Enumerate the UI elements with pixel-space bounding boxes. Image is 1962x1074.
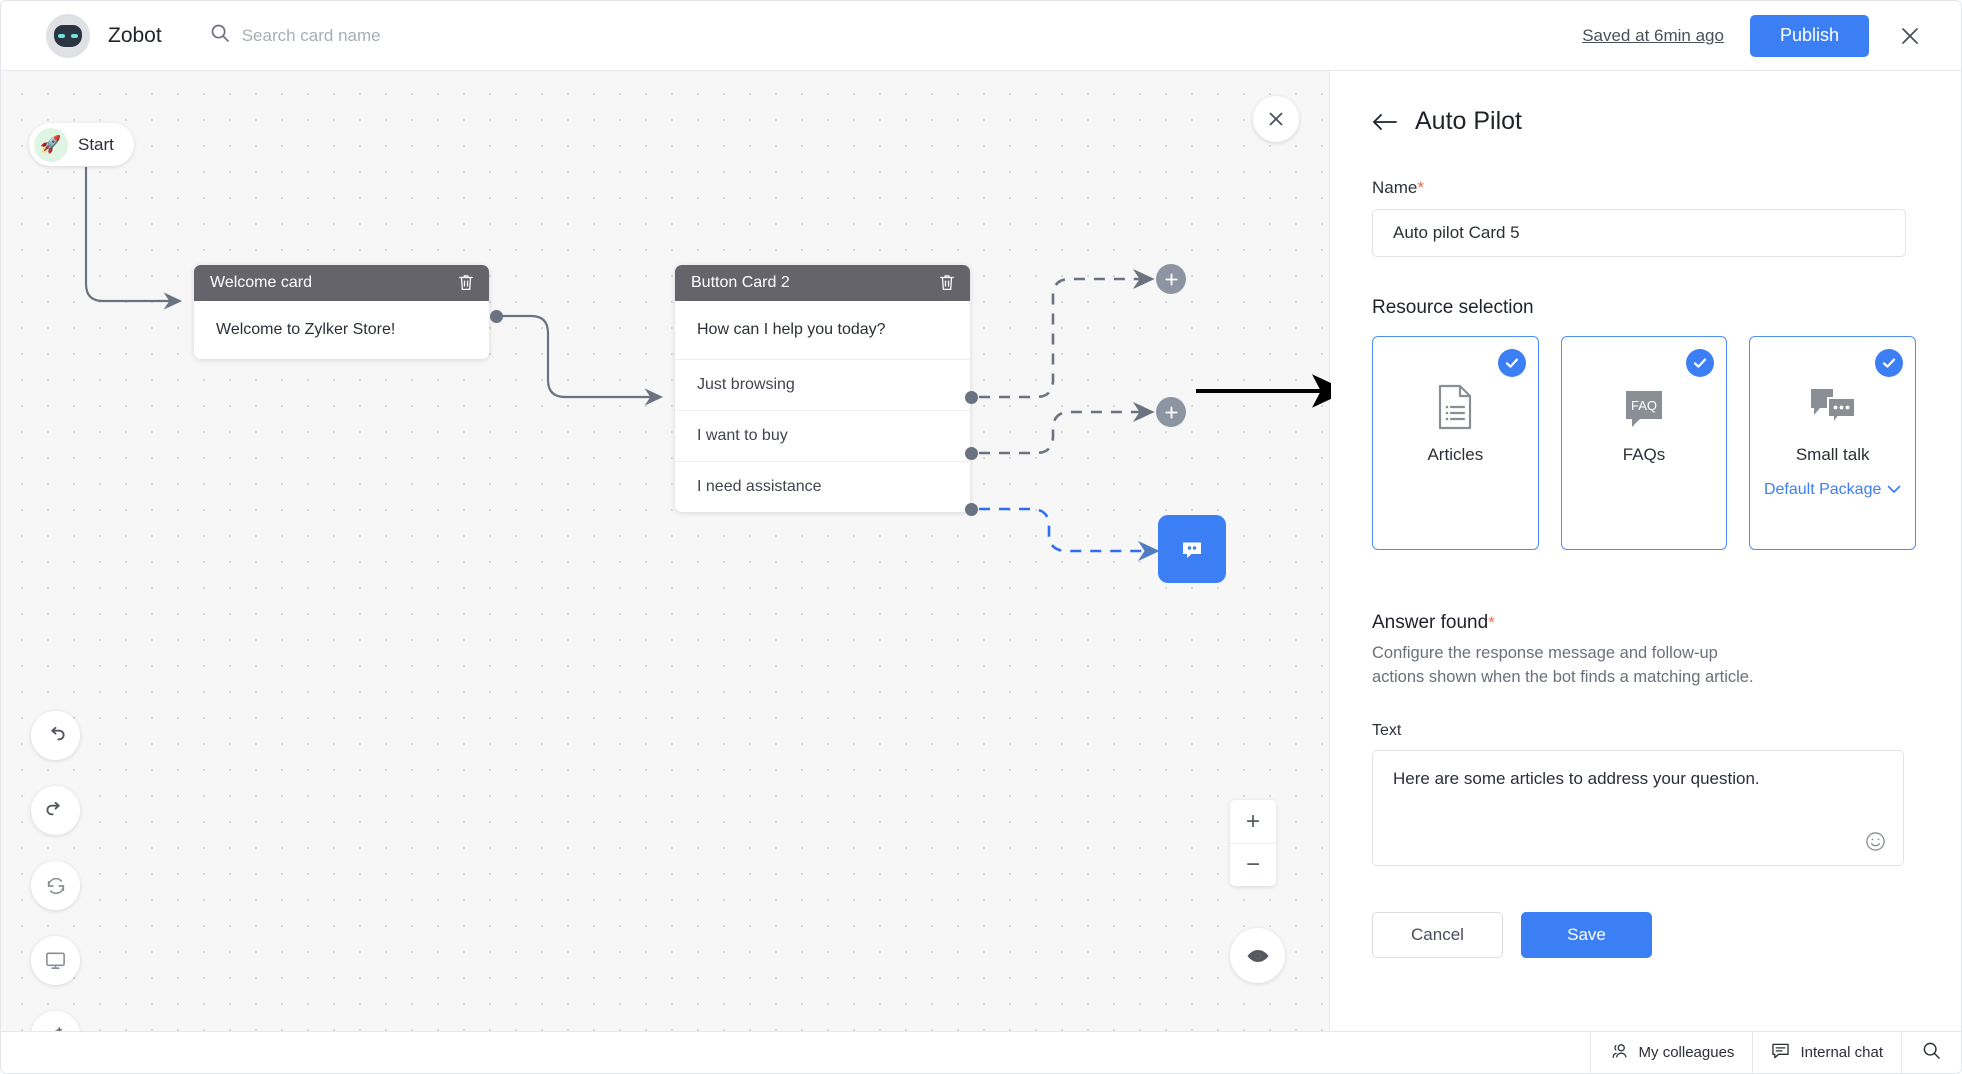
autopilot-card-node[interactable] (1158, 515, 1226, 583)
side-panel: Auto Pilot Name* Resource selection (1329, 71, 1961, 1031)
panel-header: Auto Pilot (1372, 107, 1916, 136)
zoom-controls: + − (1230, 800, 1276, 886)
cancel-button[interactable]: Cancel (1372, 911, 1503, 958)
internal-chat-label: Internal chat (1800, 1044, 1883, 1061)
resource-card-articles[interactable]: Articles (1372, 336, 1539, 550)
resource-label: FAQs (1622, 445, 1666, 464)
resource-label: Small talk (1795, 445, 1870, 464)
bottom-search-button[interactable] (1901, 1031, 1961, 1073)
magic-wand-button[interactable] (31, 1011, 80, 1031)
card-option-i-want-to-buy[interactable]: I want to buy (675, 410, 970, 461)
card-header: Welcome card (194, 265, 489, 301)
option-output-dot-2[interactable] (965, 447, 978, 460)
chevron-down-icon (1887, 480, 1901, 500)
bottom-bar: My colleagues Internal chat (1, 1031, 1961, 1073)
required-asterisk: * (1417, 178, 1424, 197)
check-icon[interactable] (1686, 349, 1715, 377)
name-input[interactable] (1372, 209, 1906, 257)
trash-icon[interactable] (457, 273, 475, 293)
resource-card-small-talk[interactable]: Small talk Default Package (1749, 336, 1917, 550)
people-icon (1609, 1043, 1629, 1063)
text-field-label: Text (1372, 721, 1402, 739)
small-talk-package-selector[interactable]: Default Package (1756, 480, 1909, 500)
add-node-1[interactable] (1156, 264, 1186, 294)
panel-action-buttons: Cancel Save (1372, 911, 1916, 958)
search-icon (1922, 1041, 1941, 1064)
undo-button[interactable] (31, 711, 80, 760)
canvas-tool-rail (31, 711, 80, 1031)
resource-card-list: Articles FAQ FAQs (1372, 336, 1917, 550)
response-text-value: Here are some articles to address your q… (1393, 768, 1760, 788)
refresh-button[interactable] (31, 861, 80, 910)
my-colleagues-label: My colleagues (1638, 1044, 1735, 1061)
option-output-dot-1[interactable] (965, 391, 978, 404)
resource-label: Articles (1427, 445, 1484, 464)
document-list-icon (1434, 383, 1476, 431)
redo-button[interactable] (31, 786, 80, 835)
card-output-dot[interactable] (490, 310, 503, 323)
start-label: Start (78, 134, 114, 154)
card-header: Button Card 2 (675, 265, 970, 301)
top-bar-actions: Saved at 6min ago Publish (1582, 14, 1925, 57)
eye-icon[interactable] (1230, 928, 1285, 983)
resource-card-faqs[interactable]: FAQ FAQs (1560, 336, 1728, 550)
search-input[interactable] (241, 25, 572, 46)
rocket-icon: 🚀 (34, 127, 68, 162)
card-body-text: Welcome to Zylker Store! (216, 321, 396, 338)
answer-found-description: Configure the response message and follo… (1372, 644, 1754, 686)
svg-text:FAQ: FAQ (1631, 398, 1657, 413)
card-option-just-browsing[interactable]: Just browsing (675, 359, 970, 410)
check-icon[interactable] (1875, 349, 1904, 377)
arrow-left-icon[interactable] (1372, 112, 1398, 132)
saved-status[interactable]: Saved at 6min ago (1582, 25, 1724, 45)
top-bar: Zobot Saved at 6min ago Publish (1, 1, 1961, 71)
preview-monitor-button[interactable] (31, 936, 80, 985)
flow-card-welcome[interactable]: Welcome card Welcome to Zylker Store! (194, 265, 489, 359)
chat-icon (1771, 1042, 1790, 1063)
zoom-out-button[interactable]: − (1230, 843, 1276, 886)
flow-card-button-2[interactable]: Button Card 2 How can I help you today? … (675, 265, 970, 512)
my-colleagues-button[interactable]: My colleagues (1589, 1031, 1753, 1073)
emoji-icon[interactable] (1865, 831, 1887, 853)
publish-button[interactable]: Publish (1749, 14, 1869, 57)
zoom-in-button[interactable]: + (1245, 807, 1260, 835)
search-icon (210, 23, 230, 48)
start-node[interactable]: 🚀 Start (29, 123, 134, 166)
card-title: Welcome card (210, 274, 312, 291)
resource-selection-title: Resource selection (1372, 297, 1534, 318)
close-icon[interactable] (1895, 21, 1925, 51)
internal-chat-button[interactable]: Internal chat (1752, 1031, 1901, 1073)
chat-bubbles-icon (1808, 383, 1858, 431)
connector-layer (84, 167, 1331, 562)
faq-bubble-icon: FAQ (1621, 383, 1667, 431)
required-asterisk: * (1488, 613, 1495, 632)
flow-canvas[interactable]: 🚀 Start Welcome card Welcome to Zylker S… (1, 71, 1331, 1031)
option-output-dot-3[interactable] (965, 503, 978, 516)
response-text-area[interactable]: Here are some articles to address your q… (1372, 749, 1904, 866)
save-button[interactable]: Save (1521, 911, 1652, 958)
page-title: Auto Pilot (1415, 107, 1523, 135)
canvas-close-button[interactable] (1253, 96, 1299, 142)
package-label: Default Package (1763, 481, 1882, 498)
name-label: Name* (1372, 178, 1424, 197)
trash-icon[interactable] (938, 273, 956, 293)
search-box[interactable] (210, 23, 572, 48)
card-body-text: How can I help you today? (697, 321, 886, 338)
bot-title: Zobot (108, 23, 162, 47)
card-title: Button Card 2 (691, 274, 790, 291)
answer-found-title: Answer found* (1372, 612, 1495, 633)
card-option-i-need-assistance[interactable]: I need assistance (675, 461, 970, 512)
check-icon[interactable] (1497, 349, 1526, 377)
add-node-2[interactable] (1156, 397, 1186, 427)
bot-avatar (46, 13, 90, 58)
